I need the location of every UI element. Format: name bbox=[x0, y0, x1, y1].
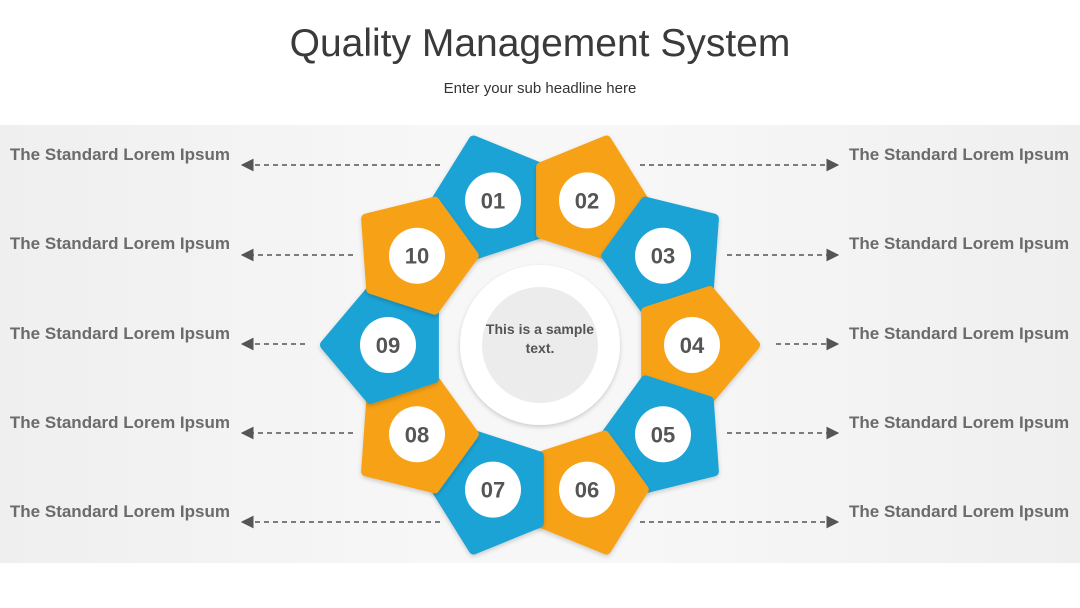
segment-08-badge bbox=[389, 406, 445, 463]
segment-01-badge bbox=[465, 172, 521, 229]
segment-03: 03 bbox=[601, 196, 719, 315]
segment-04-badge bbox=[664, 317, 720, 373]
label-right-4: The Standard Lorem Ipsum bbox=[849, 413, 1070, 432]
label-right-5: The Standard Lorem Ipsum bbox=[849, 502, 1070, 521]
segment-03-number: 03 bbox=[651, 244, 675, 269]
segment-02-number: 02 bbox=[575, 188, 599, 213]
segment-10: 10 bbox=[361, 196, 479, 315]
segment-03-badge bbox=[635, 227, 691, 284]
segment-05: 05 bbox=[601, 375, 719, 494]
segment-07-badge bbox=[465, 461, 521, 518]
center-text: This is a sample text. bbox=[485, 321, 595, 356]
connector-lines bbox=[240, 158, 840, 529]
segment-10-number: 10 bbox=[405, 244, 429, 269]
segment-05-badge bbox=[635, 406, 691, 463]
segment-08-number: 08 bbox=[405, 422, 429, 447]
segments-group: 01 02 03 04 05 06 07 08 09 10 bbox=[320, 135, 760, 555]
segment-05-number: 05 bbox=[651, 422, 675, 447]
segment-02: 02 bbox=[536, 135, 649, 260]
segment-06-number: 06 bbox=[575, 478, 599, 503]
segment-09-badge bbox=[360, 317, 416, 373]
segment-01: 01 bbox=[431, 135, 544, 260]
label-right-3: The Standard Lorem Ipsum bbox=[849, 324, 1070, 343]
label-right-2: The Standard Lorem Ipsum bbox=[849, 234, 1070, 253]
segment-08: 08 bbox=[361, 375, 479, 494]
label-left-3: The Standard Lorem Ipsum bbox=[9, 324, 230, 343]
page-title: Quality Management System bbox=[289, 22, 791, 65]
segment-01-number: 01 bbox=[481, 188, 505, 213]
segment-04-number: 04 bbox=[680, 333, 705, 358]
label-left-1: The Standard Lorem Ipsum bbox=[9, 145, 230, 164]
label-right-1: The Standard Lorem Ipsum bbox=[849, 145, 1070, 164]
center-disc bbox=[482, 287, 598, 403]
segment-06: 06 bbox=[536, 430, 649, 555]
segment-02-badge bbox=[559, 172, 615, 229]
label-left-4: The Standard Lorem Ipsum bbox=[9, 413, 230, 432]
label-left-5: The Standard Lorem Ipsum bbox=[9, 502, 230, 521]
segment-07-number: 07 bbox=[481, 478, 505, 503]
segment-04: 04 bbox=[641, 286, 760, 404]
page-subtitle: Enter your sub headline here bbox=[443, 80, 637, 97]
segment-10-badge bbox=[389, 227, 445, 284]
label-left-2: The Standard Lorem Ipsum bbox=[9, 234, 230, 253]
segment-09-number: 09 bbox=[376, 333, 400, 358]
segment-06-badge bbox=[559, 461, 615, 518]
segment-07: 07 bbox=[431, 430, 544, 555]
segment-09: 09 bbox=[320, 286, 439, 404]
